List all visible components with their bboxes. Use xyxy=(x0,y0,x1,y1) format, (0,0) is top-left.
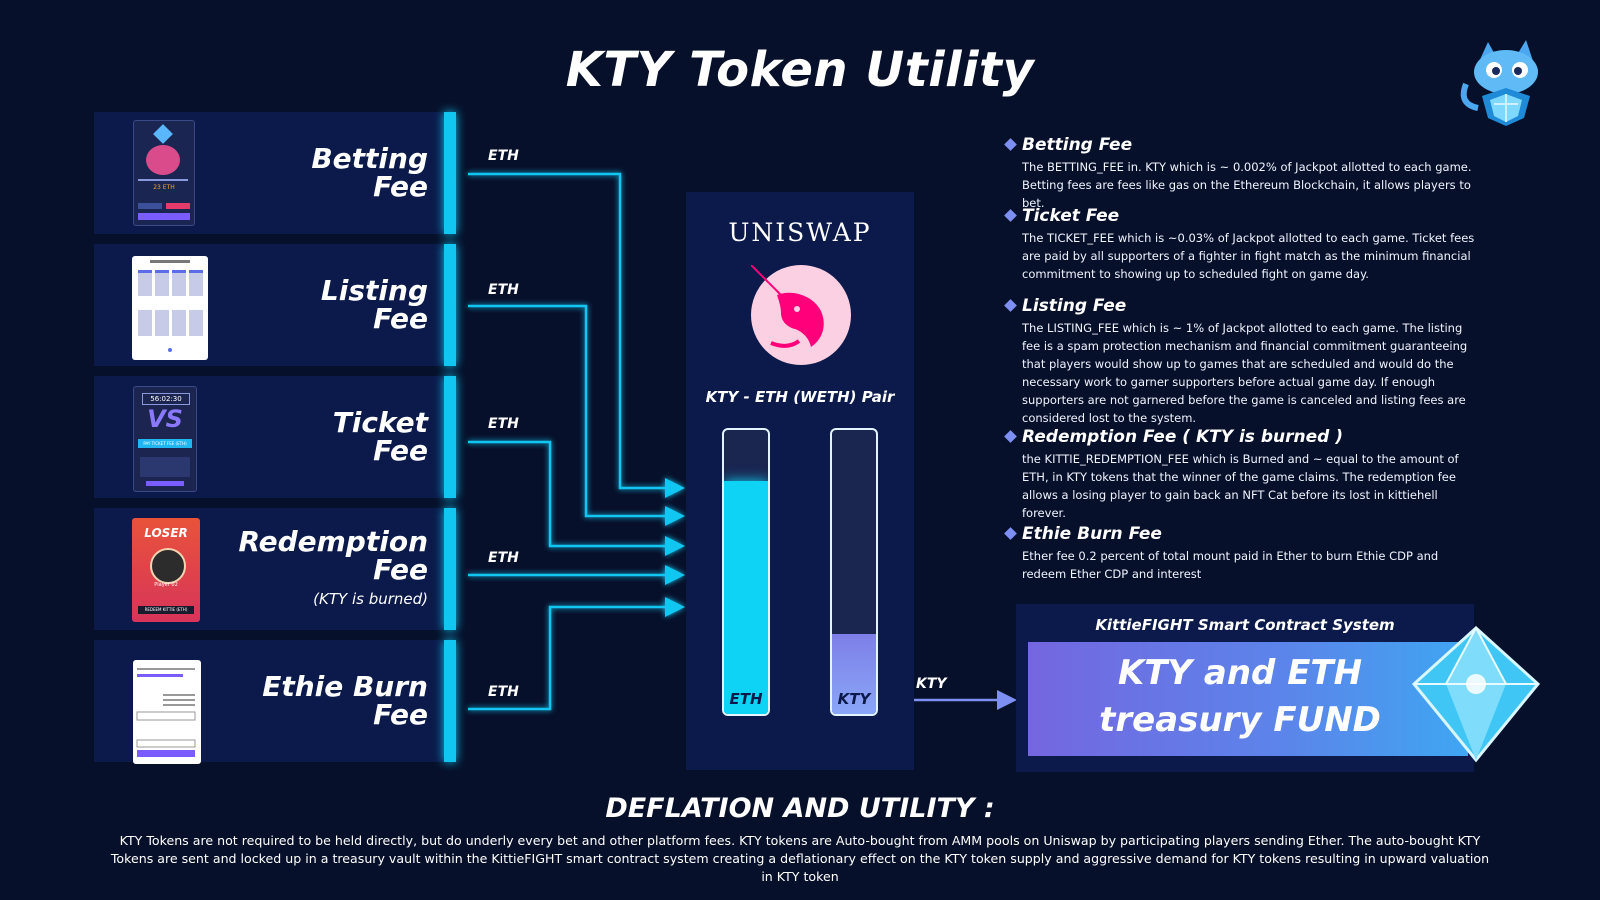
bullet-text: The LISTING_FEE which is ~ 1% of Jackpot… xyxy=(1022,321,1468,425)
redeem-button: REDEEM KITTIE (ETH) xyxy=(138,606,194,614)
fee-label-line2: Fee xyxy=(373,698,428,731)
uniswap-unicorn-icon xyxy=(750,264,851,365)
fee-flow-bar xyxy=(444,244,456,366)
bullet-text: The BETTING_FEE in. KTY which is ~ 0.002… xyxy=(1022,160,1472,210)
fee-label-line1: Listing xyxy=(320,274,428,307)
vs-label: VS xyxy=(147,405,183,433)
edge-label-eth: ETH xyxy=(488,148,519,164)
ethie-burn-thumbnail xyxy=(133,660,201,764)
fee-flow-bar xyxy=(444,112,456,234)
fee-label-line2: Fee xyxy=(373,302,428,335)
eth-pool-tube xyxy=(722,428,770,716)
treasury-header: KittieFIGHT Smart Contract System xyxy=(1095,616,1395,634)
listing-grid-preview xyxy=(138,260,203,352)
loser-badge: LOSER xyxy=(144,526,188,540)
fee-sublabel: (KTY is burned) xyxy=(313,590,428,608)
uniswap-name: UNISWAP xyxy=(728,218,872,247)
fee-flow-bar xyxy=(444,508,456,630)
bullet-ticket-fee: Ticket Fee The TICKET_FEE which is ~0.03… xyxy=(1004,205,1482,283)
fee-label: Betting Fee xyxy=(311,112,428,234)
fee-label-line1: Redemption xyxy=(238,525,428,558)
bullet-betting-fee: Betting Fee The BETTING_FEE in. KTY whic… xyxy=(1004,134,1482,212)
treasury-line1: KTY and ETH xyxy=(1117,653,1363,693)
pair-label: KTY - ETH (WETH) Pair xyxy=(705,388,895,406)
fee-label-line1: Ticket xyxy=(332,406,428,439)
pay-ticket-button: PAY TICKET FEE (ETH) xyxy=(138,439,192,448)
ethie-form-preview xyxy=(136,668,196,757)
page-title: KTY Token Utility xyxy=(565,42,1035,98)
fee-label-line2: Fee xyxy=(373,434,428,467)
flow-line-ticket xyxy=(468,440,685,556)
flow-line-ethie xyxy=(468,597,685,711)
flow-line-listing xyxy=(468,304,685,526)
bullet-text: Ether fee 0.2 percent of total mount pai… xyxy=(1022,549,1439,581)
kty-tube-label: KTY xyxy=(837,690,871,708)
betting-thumbnail: 23 ETH xyxy=(133,120,195,226)
deflation-body: KTY Tokens are not required to be held d… xyxy=(110,833,1490,884)
edge-label-eth: ETH xyxy=(488,684,519,700)
bullet-heading: Ticket Fee xyxy=(1022,206,1120,226)
fee-label: Listing Fee xyxy=(321,244,428,366)
kty-pool-level xyxy=(832,634,876,714)
treasury-fund-box xyxy=(1028,642,1468,756)
treasury-line2: treasury FUND xyxy=(1099,700,1381,740)
deflation-heading: DEFLATION AND UTILITY : xyxy=(605,793,995,824)
fee-flow-bar xyxy=(444,376,456,498)
kitty-avatar xyxy=(146,145,180,175)
mascot-cat-icon xyxy=(1460,40,1538,126)
bullet-heading: Redemption Fee ( KTY is burned ) xyxy=(1022,427,1343,447)
bullet-text: The TICKET_FEE which is ~0.03% of Jackpo… xyxy=(1022,231,1475,281)
bullet-listing-fee: Listing Fee The LISTING_FEE which is ~ 1… xyxy=(1004,295,1482,427)
ticket-thumbnail: 56:02:30 VS PAY TICKET FEE (ETH) xyxy=(133,386,197,492)
kty-edge-label: KTY xyxy=(916,676,947,692)
redemption-thumbnail: LOSER Player 02 REDEEM KITTIE (ETH) xyxy=(132,518,200,622)
bet-amount: 23 ETH xyxy=(153,184,175,191)
eth-pool-level xyxy=(724,481,768,714)
player-name: Player 02 xyxy=(154,582,178,588)
eth-tube-label: ETH xyxy=(729,690,763,708)
listing-thumbnail xyxy=(132,256,208,360)
fee-label-line2: Fee xyxy=(373,553,428,586)
fee-label: Redemption Fee (KTY is burned) xyxy=(238,508,428,630)
edge-label-eth: ETH xyxy=(488,550,519,566)
treasury-fund-label: KTY and ETH treasury FUND xyxy=(1060,650,1420,744)
flow-line-betting xyxy=(468,172,685,498)
fee-label-line1: Betting xyxy=(311,142,428,175)
diamond-gem-icon xyxy=(1411,625,1541,763)
fee-label: Ethie Burn Fee xyxy=(262,640,428,762)
bullet-redemption-fee: Redemption Fee ( KTY is burned ) the KIT… xyxy=(1004,426,1482,522)
bullet-heading: Betting Fee xyxy=(1022,135,1133,155)
bullet-heading: Listing Fee xyxy=(1022,296,1127,316)
bullet-text: the KITTIE_REDEMPTION_FEE which is Burne… xyxy=(1022,452,1459,520)
ticket-timer: 56:02:30 xyxy=(142,393,190,405)
edge-label-eth: ETH xyxy=(488,416,519,432)
bullet-ethie-burn-fee: Ethie Burn Fee Ether fee 0.2 percent of … xyxy=(1004,523,1482,583)
player-avatar xyxy=(150,548,186,584)
edge-label-eth: ETH xyxy=(488,282,519,298)
fee-flow-bar xyxy=(444,640,456,762)
fee-label: Ticket Fee xyxy=(333,376,428,498)
bullet-heading: Ethie Burn Fee xyxy=(1022,524,1162,544)
kty-pool-tube xyxy=(830,428,878,716)
fee-label-line1: Ethie Burn xyxy=(262,670,428,703)
fee-label-line2: Fee xyxy=(373,170,428,203)
